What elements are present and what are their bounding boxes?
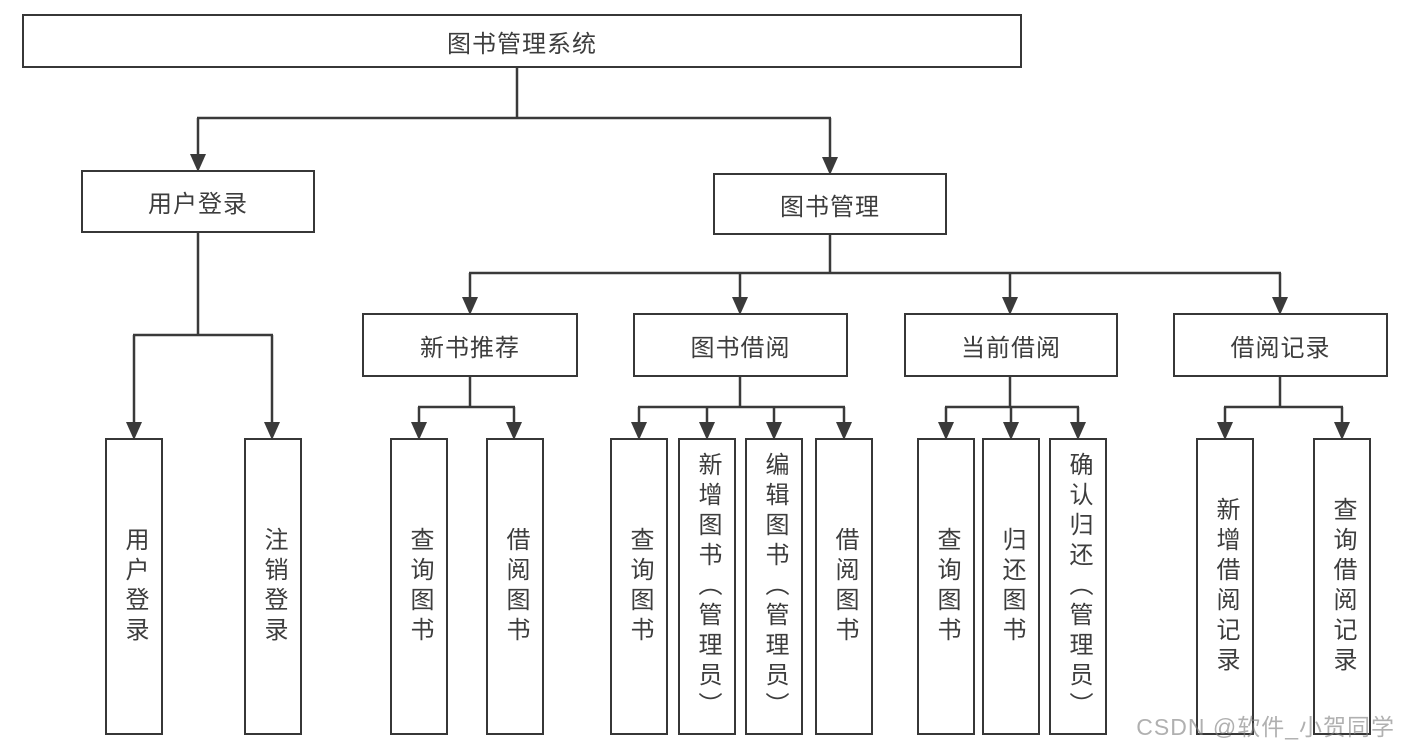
node-current-borrow: 当前借阅 (904, 313, 1118, 377)
node-book-management-label: 图书管理 (780, 193, 880, 221)
leaf-borrow-books-1: 借阅图书 (486, 438, 544, 735)
node-new-book-recommend: 新书推荐 (362, 313, 578, 377)
leaf-label: 借阅图书 (502, 526, 529, 647)
csdn-watermark: CSDN @软件_小贺同学 (1136, 714, 1395, 740)
leaf-label: 查询借阅记录 (1329, 496, 1356, 677)
leaf-return-book: 归还图书 (982, 438, 1040, 735)
leaf-label: 注销登录 (260, 526, 287, 647)
leaf-add-borrow-record: 新增借阅记录 (1196, 438, 1254, 735)
leaf-label: 借阅图书 (831, 526, 858, 647)
leaf-label: 编辑图书（管理员） (761, 451, 788, 722)
leaf-label: 查询图书 (626, 526, 653, 647)
leaf-label: 新增图书（管理员） (694, 451, 721, 722)
leaf-logout: 注销登录 (244, 438, 302, 735)
leaf-label: 查询图书 (933, 526, 960, 647)
leaf-label: 用户登录 (121, 526, 148, 647)
node-user-login-label: 用户登录 (148, 191, 248, 218)
leaf-user-login: 用户登录 (105, 438, 163, 735)
leaf-query-books-2: 查询图书 (610, 438, 668, 735)
leaf-label: 查询图书 (406, 526, 433, 647)
leaf-label: 归还图书 (998, 526, 1025, 647)
leaf-add-book-admin: 新增图书（管理员） (678, 438, 736, 735)
leaf-query-books-3: 查询图书 (917, 438, 975, 735)
node-root: 图书管理系统 (22, 14, 1022, 68)
node-borrow-records-label: 借阅记录 (1230, 334, 1331, 362)
node-borrow-records: 借阅记录 (1173, 313, 1388, 377)
node-new-book-recommend-label: 新书推荐 (420, 334, 520, 362)
leaf-borrow-books-2: 借阅图书 (815, 438, 873, 735)
node-current-borrow-label: 当前借阅 (961, 334, 1061, 362)
leaf-label: 确认归还（管理员） (1065, 451, 1092, 722)
node-user-login: 用户登录 (81, 170, 315, 233)
node-book-management: 图书管理 (713, 173, 947, 235)
leaf-confirm-return-admin: 确认归还（管理员） (1049, 438, 1107, 735)
node-book-borrow-label: 图书借阅 (690, 334, 791, 362)
leaf-edit-book-admin: 编辑图书（管理员） (745, 438, 803, 735)
node-book-borrow: 图书借阅 (633, 313, 848, 377)
leaf-label: 新增借阅记录 (1212, 496, 1239, 677)
node-root-label: 图书管理系统 (447, 30, 597, 58)
leaf-query-borrow-record: 查询借阅记录 (1313, 438, 1371, 735)
leaf-query-books-1: 查询图书 (390, 438, 448, 735)
